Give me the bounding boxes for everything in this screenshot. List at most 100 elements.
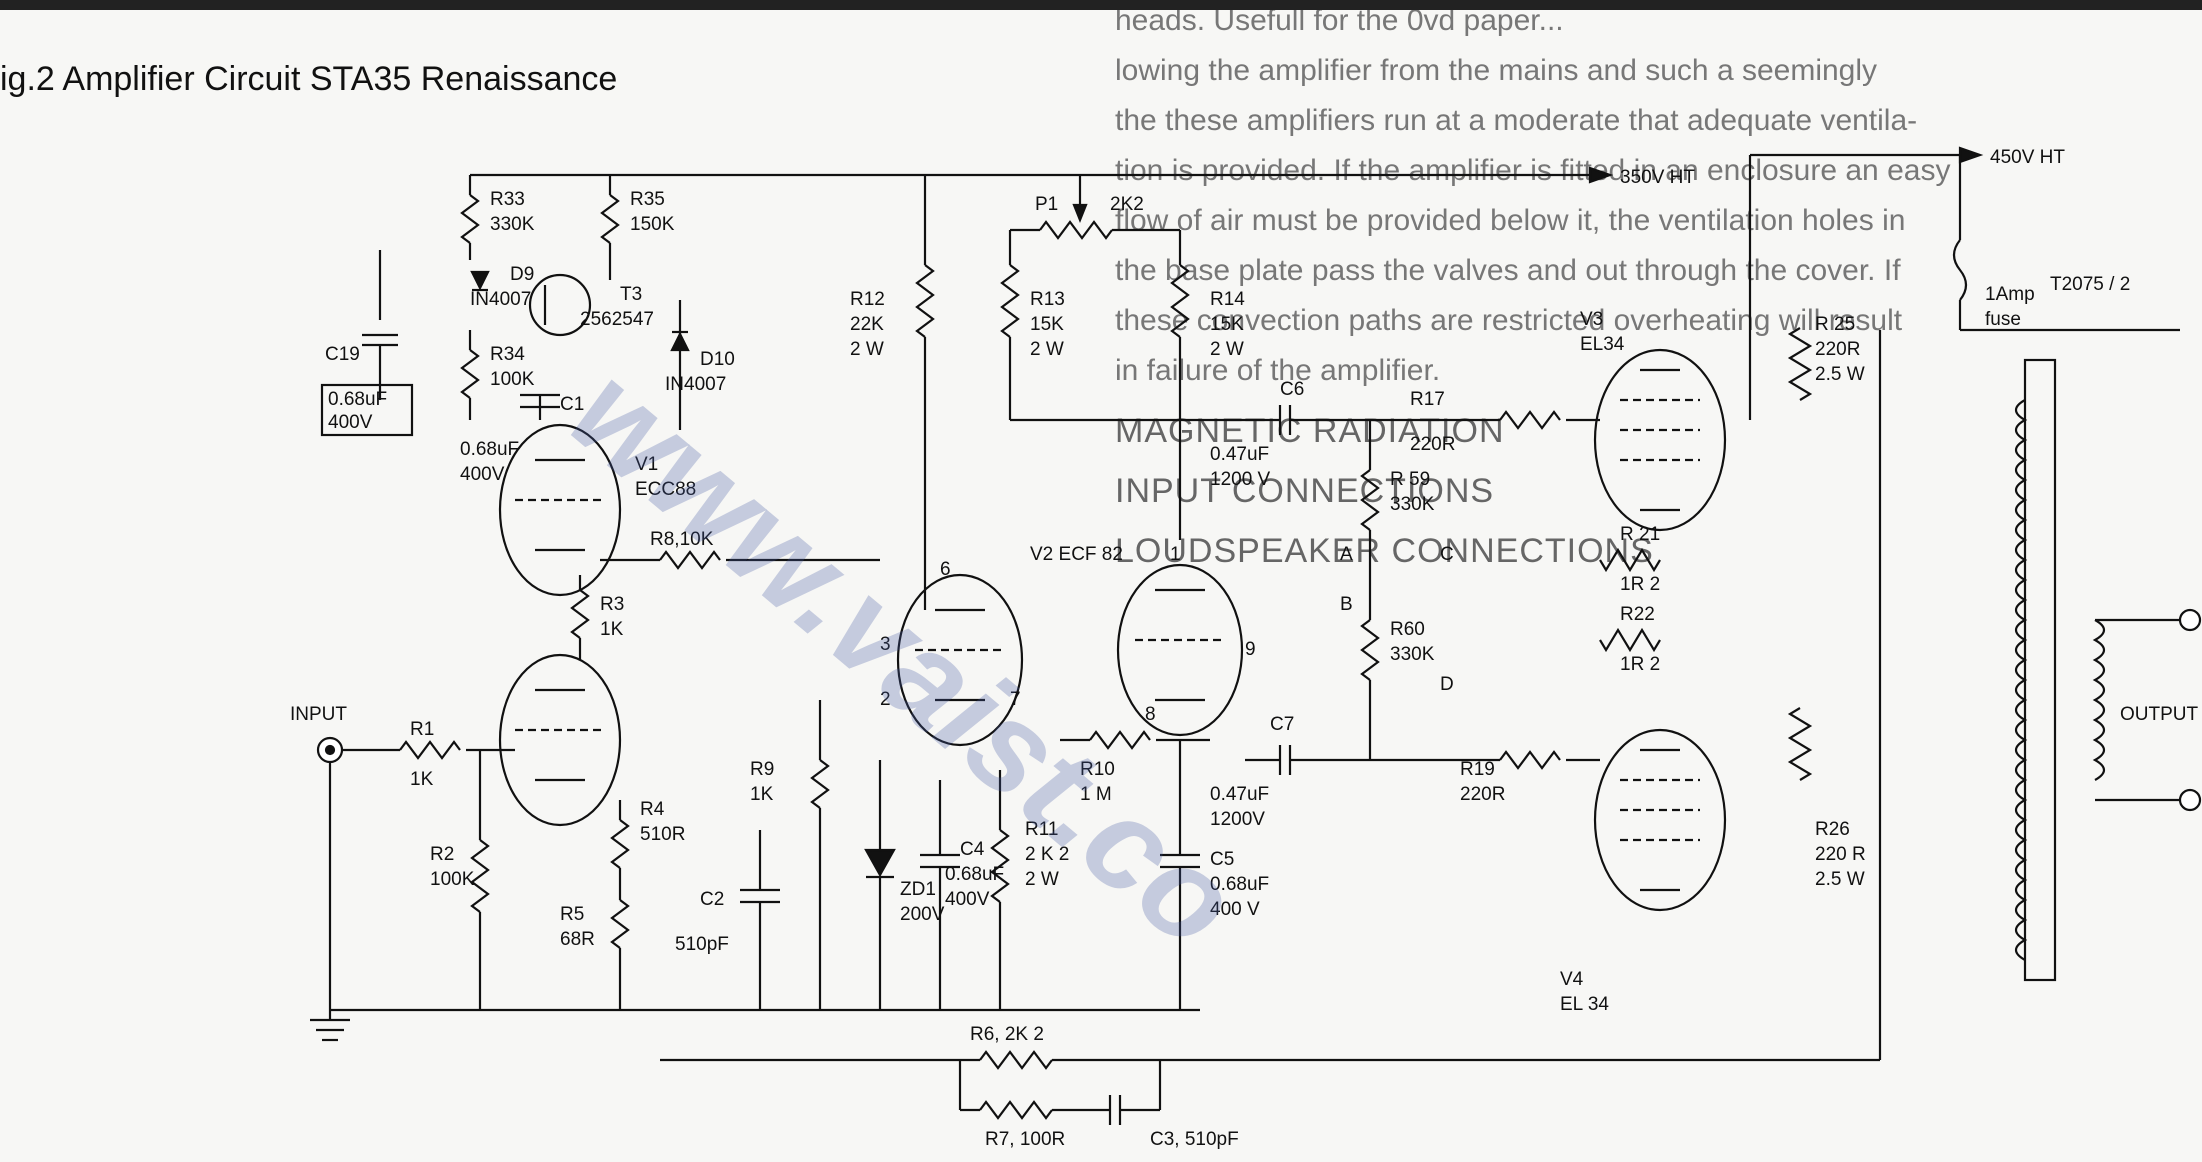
label-r22: R22 xyxy=(1620,604,1655,625)
label-r60-value: 330K xyxy=(1390,644,1435,665)
label-r35-value: 150K xyxy=(630,214,675,235)
label-r12: R12 xyxy=(850,289,885,310)
figure-caption: ig.2 Amplifier Circuit STA35 Renaissance xyxy=(0,60,618,98)
label-r2-value: 100K xyxy=(430,869,475,890)
label-r9-value: 1K xyxy=(750,784,774,805)
label-r13-watt: 2 W xyxy=(1030,339,1064,360)
label-c5-volt: 400 V xyxy=(1210,899,1260,920)
article-line: these convection paths are restricted ov… xyxy=(1115,304,1903,337)
label-r33-value: 330K xyxy=(490,214,535,235)
label-p1: P1 xyxy=(1035,194,1058,215)
top-rule xyxy=(0,0,2202,10)
label-r33: R33 xyxy=(490,189,525,210)
label-c3: C3, 510pF xyxy=(1150,1129,1239,1150)
article-line: the these amplifiers run at a moderate t… xyxy=(1115,104,1918,137)
label-c5-value: 0.68uF xyxy=(1210,874,1269,895)
label-r11-watt: 2 W xyxy=(1025,869,1059,890)
label-t3-value: 2562547 xyxy=(580,309,654,330)
label-c6: C6 xyxy=(1280,379,1304,400)
label-zd1-value: 200V xyxy=(900,904,945,925)
label-d10: D10 xyxy=(700,349,735,370)
label-output: OUTPUT xyxy=(2120,704,2199,725)
label-c5: C5 xyxy=(1210,849,1234,870)
label-r59-value: 330K xyxy=(1390,494,1435,515)
label-r26-watt: 2.5 W xyxy=(1815,869,1865,890)
label-r17-value: 220R xyxy=(1410,434,1455,455)
label-r35: R35 xyxy=(630,189,665,210)
label-r11: R11 xyxy=(1025,819,1058,840)
article-line: the base plate pass the valves and out t… xyxy=(1115,254,1901,287)
label-fuse: 1Amp xyxy=(1985,284,2035,305)
label-c2-value: 510pF xyxy=(675,934,729,955)
label-r17: R17 xyxy=(1410,389,1445,410)
label-r14: R14 xyxy=(1210,289,1245,310)
label-c19: C19 xyxy=(325,344,360,365)
label-v3-type: EL34 xyxy=(1580,334,1625,355)
label-c7-value: 0.47uF xyxy=(1210,784,1269,805)
label-r34-value: 100K xyxy=(490,369,535,390)
label-r5-value: 68R xyxy=(560,929,595,950)
article-heading: INPUT CONNECTIONS xyxy=(1115,472,1495,510)
label-r26-value: 220 R xyxy=(1815,844,1866,865)
label-v1-type: ECC88 xyxy=(635,479,696,500)
label-c4-value: 0.68uF xyxy=(945,864,1004,885)
label-r4-value: 510R xyxy=(640,824,685,845)
pin-7b: 7 xyxy=(1010,689,1021,710)
article-line: in failure of the amplifier. xyxy=(1115,354,1441,387)
label-r12-value: 22K xyxy=(850,314,884,335)
pin-8b: 8 xyxy=(1145,704,1156,725)
label-zd1: ZD1 xyxy=(900,879,936,900)
label-r25: R 25 xyxy=(1815,314,1855,335)
article-heading: LOUDSPEAKER CONNECTIONS xyxy=(1115,532,1654,570)
label-r3: R3 xyxy=(600,594,624,615)
label-350v-ht: 350V HT xyxy=(1620,167,1695,188)
label-r6: R6, 2K 2 xyxy=(970,1024,1044,1045)
label-p1-value: 2K2 xyxy=(1110,194,1144,215)
pin-9: 9 xyxy=(1245,639,1256,660)
label-input: INPUT xyxy=(290,704,347,725)
article-line: tion is provided. If the amplifier is fi… xyxy=(1115,154,1951,187)
label-r22-value: 1R 2 xyxy=(1620,654,1660,675)
label-v3: V3 xyxy=(1580,309,1603,330)
label-r3-value: 1K xyxy=(600,619,624,640)
label-r14-value: 15K xyxy=(1210,314,1244,335)
label-r11-value: 2 K 2 xyxy=(1025,844,1069,865)
pin-6b: 6 xyxy=(940,559,951,580)
label-v4: V4 xyxy=(1560,969,1584,990)
label-c1-value: 0.68uF xyxy=(460,439,519,460)
label-t3: T3 xyxy=(620,284,642,305)
label-r10-value: 1 M xyxy=(1080,784,1112,805)
article-line: flow of air must be provided below it, t… xyxy=(1115,204,1906,237)
label-r34: R34 xyxy=(490,344,525,365)
label-c1: C1 xyxy=(560,394,584,415)
label-r19: R19 xyxy=(1460,759,1495,780)
label-d10-value: IN4007 xyxy=(665,374,726,395)
label-r7: R7, 100R xyxy=(985,1129,1065,1150)
label-r21-value: 1R 2 xyxy=(1620,574,1660,595)
label-r1: R1 xyxy=(410,719,434,740)
label-c6-value: 0.47uF xyxy=(1210,444,1269,465)
label-c19-value: 0.68uF xyxy=(328,389,387,410)
label-r2: R2 xyxy=(430,844,454,865)
label-fuse-2: fuse xyxy=(1985,309,2021,330)
pin-1b: 1 xyxy=(1170,544,1181,565)
label-r59: R 59 xyxy=(1390,469,1430,490)
label-v2: V2 ECF 82 xyxy=(1030,544,1123,565)
label-r13-value: 15K xyxy=(1030,314,1064,335)
node-d: D xyxy=(1440,674,1454,695)
node-b: B xyxy=(1340,594,1353,615)
node-a: A xyxy=(1340,544,1353,565)
pin-2b: 2 xyxy=(880,689,891,710)
node-c: C xyxy=(1440,544,1454,565)
label-d9-value: IN4007 xyxy=(470,289,531,310)
label-r1-value: 1K xyxy=(410,769,434,790)
pin-3b: 3 xyxy=(880,634,891,655)
label-c1-volt: 400V xyxy=(460,464,505,485)
label-c7: C7 xyxy=(1270,714,1294,735)
label-r21: R 21 xyxy=(1620,524,1660,545)
label-r14-watt: 2 W xyxy=(1210,339,1244,360)
label-c19-volt: 400V xyxy=(328,412,373,433)
label-r10: R10 xyxy=(1080,759,1115,780)
